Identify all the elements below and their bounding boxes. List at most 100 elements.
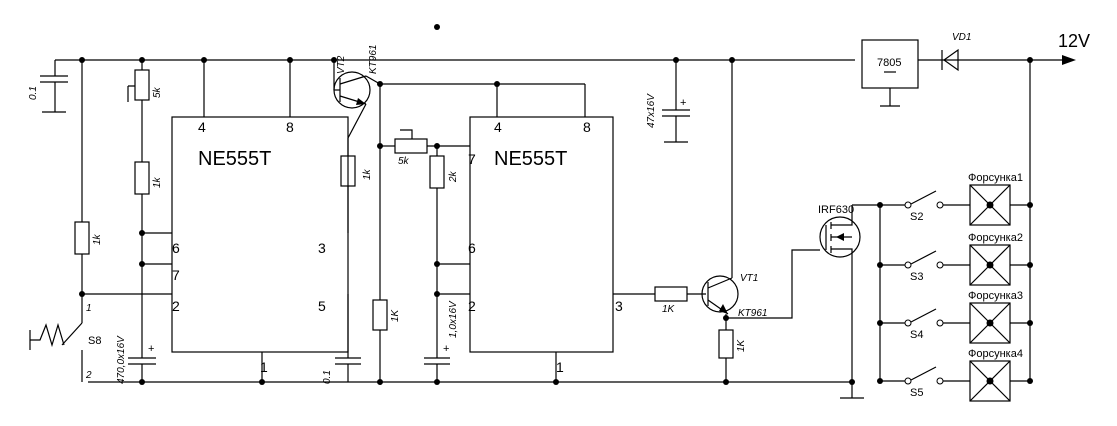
resistor-1k-timing <box>134 161 150 195</box>
junction-dot <box>723 315 729 321</box>
r1K-base-label: 1K <box>662 304 676 315</box>
svg-text:2: 2 <box>172 298 180 314</box>
junction-dot <box>723 379 729 385</box>
junction-dot <box>139 230 145 236</box>
resistor-1K-base-vt1 <box>654 286 688 302</box>
stray-dot <box>434 24 440 30</box>
injector-label: Форсунка2 <box>968 232 1023 244</box>
junction-dot <box>139 261 145 267</box>
junction-dot <box>434 379 440 385</box>
timer-ic-u2: NE555T 4 8 7 6 2 3 1 <box>468 116 623 375</box>
junction-dot <box>287 57 293 63</box>
vt1-type: KT961 <box>738 308 767 319</box>
svg-text:3: 3 <box>615 298 623 314</box>
injector-label: Форсунка4 <box>968 348 1023 360</box>
svg-text:1: 1 <box>556 359 564 375</box>
c01b-label: 0.1 <box>322 370 333 384</box>
r1K-d-label: 1K <box>390 308 401 322</box>
svg-text:7: 7 <box>172 267 180 283</box>
power-rail-top <box>55 55 1076 65</box>
svg-text:8: 8 <box>286 119 294 135</box>
r1K-emit-label: 1K <box>736 338 747 352</box>
svg-text:1: 1 <box>260 359 268 375</box>
s8-pin2: 2 <box>85 370 92 381</box>
junction-dot <box>79 291 85 297</box>
svg-text:+: + <box>148 343 154 355</box>
svg-text:5: 5 <box>318 298 326 314</box>
resistor-1k-pullup <box>74 221 90 255</box>
resistor-1K-pulldown <box>372 299 388 331</box>
mosfet-type: IRF630 <box>818 204 854 216</box>
transistor-vt1 <box>701 275 739 315</box>
junction-dot <box>434 261 440 267</box>
pot1-label: 5k <box>152 86 163 98</box>
injector-row: S2 Форсунка1 <box>877 172 1033 226</box>
svg-text:4: 4 <box>494 119 502 135</box>
timer-ic-u1: NE555T 4 8 6 7 2 3 5 1 <box>171 116 349 375</box>
pot2-label: 5k <box>398 156 410 167</box>
switch-s8[interactable] <box>29 305 83 382</box>
transistor-vt2 <box>333 60 371 109</box>
junction-dot <box>494 81 500 87</box>
resistor-1K-emitter <box>718 329 734 359</box>
r-1k-pullup-label: 1k <box>92 233 103 245</box>
potentiometer-5k-2[interactable] <box>394 138 428 154</box>
supply-voltage-label: 12V <box>1058 31 1090 51</box>
s8-pin1: 1 <box>86 303 92 314</box>
junction-dot <box>377 379 383 385</box>
c47-label: 47x16V <box>646 93 657 128</box>
junction-dot <box>434 291 440 297</box>
injector-row: S4 Форсунка3 <box>877 290 1033 344</box>
c10-label: 1,0x16V <box>448 300 459 338</box>
vt1-ref: VT1 <box>740 273 758 284</box>
r2k-label: 2k <box>448 170 459 183</box>
svg-text:2: 2 <box>468 298 476 314</box>
svg-text:6: 6 <box>172 240 180 256</box>
s8-label: S8 <box>88 335 101 347</box>
injector-label: Форсунка1 <box>968 172 1023 184</box>
junction-dot <box>259 379 265 385</box>
svg-text:6: 6 <box>468 240 476 256</box>
injector-label: Форсунка3 <box>968 290 1023 302</box>
injector-switch[interactable] <box>910 190 937 205</box>
injector-switch[interactable] <box>910 366 937 381</box>
junction-dot <box>729 57 735 63</box>
svg-text:7805: 7805 <box>877 57 901 69</box>
junction-dot <box>139 379 145 385</box>
vt2-type: KT961 <box>368 45 379 74</box>
injector-switch-label: S4 <box>910 329 923 341</box>
injector-switch-label: S3 <box>910 271 923 283</box>
svg-text:8: 8 <box>583 119 591 135</box>
junction-dot <box>201 57 207 63</box>
junction-dot <box>139 57 145 63</box>
junction-dot <box>553 379 559 385</box>
r1k-c-label: 1k <box>362 168 373 180</box>
injector-switch[interactable] <box>910 250 937 265</box>
r-1k-timing-label: 1k <box>152 176 163 188</box>
u2-name: NE555T <box>494 148 567 170</box>
voltage-regulator-7805: 7805 <box>861 39 919 107</box>
junction-dot <box>673 57 679 63</box>
vt2-ref: VT2 <box>336 55 347 74</box>
injector-switch-label: S2 <box>910 211 923 223</box>
svg-text:7: 7 <box>468 151 476 167</box>
junction-dot <box>434 143 440 149</box>
junction-dot <box>377 143 383 149</box>
junction-dot <box>377 81 383 87</box>
junction-dot <box>331 57 337 63</box>
svg-text:+: + <box>680 97 686 109</box>
capacitor-47: + <box>662 60 690 143</box>
injector-switch[interactable] <box>910 308 937 323</box>
resistor-2k <box>429 155 445 189</box>
diode-vd1 <box>940 48 975 72</box>
svg-text:+: + <box>443 343 449 355</box>
junction-dots <box>79 57 1033 385</box>
junction-dot <box>79 57 85 63</box>
mosfet-irf630 <box>819 205 861 382</box>
potentiometer-5k-1[interactable] <box>134 69 150 101</box>
svg-text:4: 4 <box>198 119 206 135</box>
injector-row: S3 Форсунка2 <box>877 232 1033 286</box>
